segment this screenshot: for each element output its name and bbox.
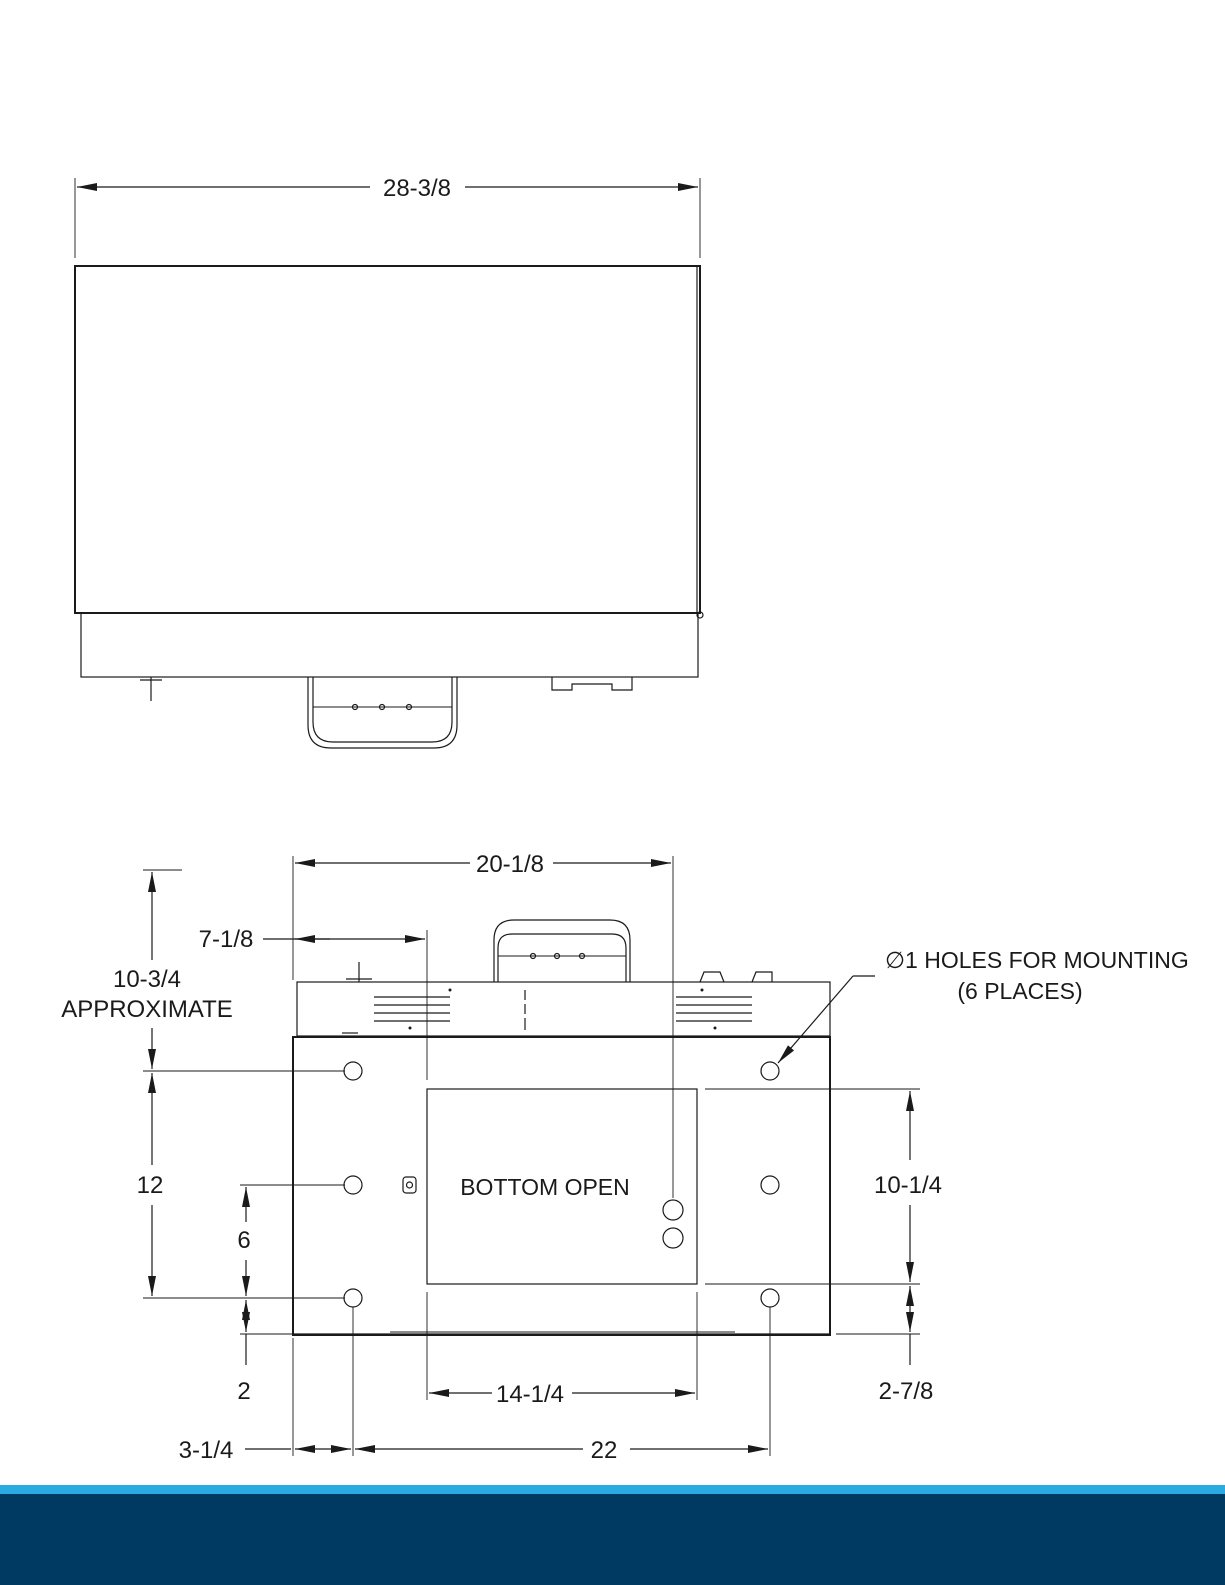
dimension-opening-width: 14-1/4: [427, 1292, 697, 1408]
bracket: [552, 677, 632, 690]
top-view: 28-3/8: [75, 175, 703, 748]
height-approx-value: 10-3/4: [113, 966, 181, 993]
dimension-width: 20-1/8: [293, 851, 673, 1198]
bottom-offset-right-label: 2-7/8: [879, 1378, 934, 1405]
mounting-hole: [344, 1176, 362, 1194]
bottom-view: BOTTOM OPEN 20-1/8 7-1/8: [61, 851, 1189, 1464]
opening-width-label: 14-1/4: [496, 1381, 564, 1408]
vent-left: [374, 997, 450, 1021]
vent-right: [676, 997, 752, 1021]
handle: [308, 677, 457, 748]
offset-label: 7-1/8: [199, 926, 254, 953]
hole-note: ∅1 HOLES FOR MOUNTING (6 PLACES): [778, 947, 1189, 1063]
mounting-hole: [761, 1289, 779, 1307]
height-approx-note: APPROXIMATE: [61, 996, 233, 1023]
hole-span-label: 22: [591, 1437, 618, 1464]
mounting-hole: [761, 1062, 779, 1080]
dimension-height-approx: 10-3/4 APPROXIMATE: [61, 870, 233, 1069]
lower-housing: [81, 613, 698, 677]
mounting-hole: [344, 1289, 362, 1307]
footer-accent-stripe: [0, 1485, 1225, 1494]
footer-band: [0, 1494, 1225, 1585]
bottom-offset-left-label: 2: [237, 1378, 250, 1405]
dimension-overall-width: 28-3/8: [75, 175, 700, 258]
half-span-label: 6: [237, 1227, 250, 1254]
hole-note-line-1: ∅1 HOLES FOR MOUNTING: [885, 947, 1189, 973]
hole-note-line-2: (6 PLACES): [957, 978, 1082, 1004]
dimension-bottom-offset-right: 2-7/8: [836, 1286, 933, 1405]
mounting-hole: [761, 1176, 779, 1194]
overall-width-label: 28-3/8: [383, 175, 451, 202]
dimension-bottom-offset-left: 2: [237, 1300, 293, 1405]
dimension-half-span: 6: [237, 1185, 345, 1296]
dimension-offset: 7-1/8: [199, 926, 427, 1080]
mounting-hole: [344, 1062, 362, 1080]
upper-housing: [297, 920, 830, 1036]
unit-body: [75, 266, 700, 613]
width-label: 20-1/8: [476, 851, 544, 878]
bottom-open-label: BOTTOM OPEN: [460, 1174, 630, 1200]
left-offset-label: 3-1/4: [179, 1437, 234, 1464]
opening-height-label: 10-1/4: [874, 1172, 942, 1199]
dimension-hole-vertical-span: 12: [137, 1071, 345, 1298]
hole-vertical-span-label: 12: [137, 1172, 164, 1199]
dimension-hole-horizontal: 3-1/4 22: [179, 1307, 770, 1464]
dimension-opening-height: 10-1/4: [705, 1089, 942, 1284]
